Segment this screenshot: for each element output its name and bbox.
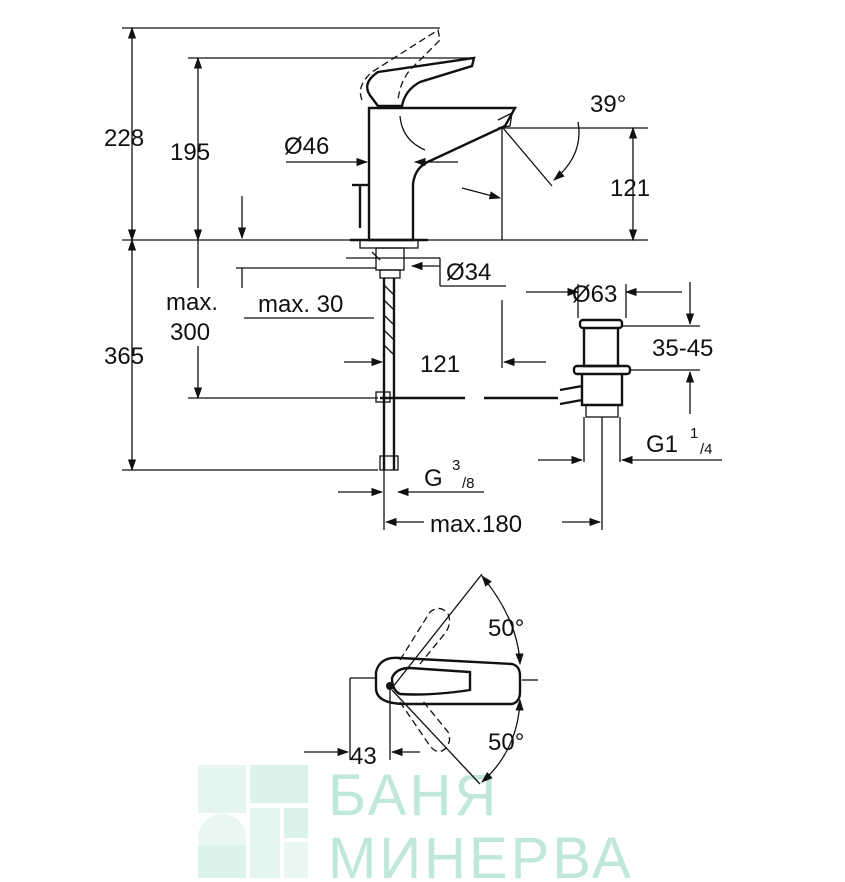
- dimension-121-height: 121: [610, 175, 650, 202]
- dimension-thread-g1-sup: 1: [690, 425, 698, 442]
- mounting-set: [346, 238, 432, 471]
- dimension-angle-50-bottom: 50°: [488, 729, 524, 756]
- dimension-max-300-line1: max.: [166, 289, 218, 316]
- dimension-365: 365: [104, 343, 144, 370]
- dimension-thread-g38-sub: /8: [462, 475, 475, 492]
- watermark-line1: БАНЯ: [328, 763, 499, 828]
- dimension-thread-g38-sup: 3: [452, 457, 460, 474]
- faucet-body: [352, 106, 518, 242]
- dimension-thread-g38: G: [424, 465, 443, 492]
- pop-up-waste: [559, 318, 632, 462]
- dimension-35-45: 35-45: [652, 335, 713, 362]
- dimension-diameter-34: Ø34: [446, 259, 491, 286]
- dimension-thread-g1: G1: [646, 431, 678, 458]
- faucet-lever: [366, 56, 476, 108]
- lever-rotated-left-outline: [399, 607, 451, 665]
- dimension-195: 195: [170, 139, 210, 166]
- dimension-max-180: max.180: [430, 511, 522, 538]
- dimension-43: 43: [350, 743, 377, 770]
- dimension-121-distance: 121: [420, 351, 460, 378]
- dimension-max-30: max. 30: [258, 291, 343, 318]
- dimension-228: 228: [104, 125, 144, 152]
- lever-raised-outline: [359, 28, 441, 101]
- dimension-angle-50-top: 50°: [488, 615, 524, 642]
- dimension-thread-g1-sub: /4: [700, 441, 713, 458]
- watermark-line2: МИНЕРВА: [328, 826, 634, 882]
- dimension-angle-39: 39°: [590, 91, 626, 118]
- dimension-max-300-line2: 300: [170, 319, 210, 346]
- dimension-diameter-63: Ø63: [572, 281, 617, 308]
- dimension-diameter-46: Ø46: [284, 133, 329, 160]
- watermark-logo: [198, 765, 308, 878]
